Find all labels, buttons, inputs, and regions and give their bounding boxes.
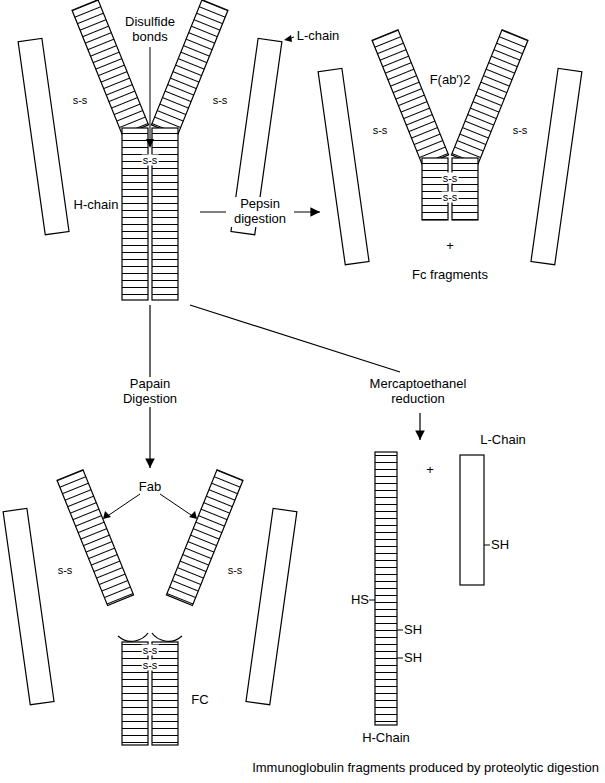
part-label: Fc fragments bbox=[412, 268, 488, 283]
part-label: + bbox=[426, 463, 434, 478]
figure-label: Fab bbox=[139, 480, 161, 495]
figure-label: H-chain bbox=[74, 198, 119, 213]
reagent-label: Pepsin digestion bbox=[226, 197, 294, 227]
figure-label: FC bbox=[191, 693, 208, 708]
disulfide-label: s-s bbox=[72, 95, 89, 106]
fab2-fragment bbox=[318, 30, 582, 265]
figure-label: F(ab′)2 bbox=[430, 73, 471, 88]
disulfide-label: s-s bbox=[142, 645, 159, 656]
fab-fragments bbox=[3, 470, 297, 705]
figure-group: Disulfide bondsL-chainH-chain bbox=[100, 48, 200, 305]
part-label: + bbox=[446, 239, 454, 254]
reagent-label: Mercaptoethanel reduction bbox=[359, 377, 477, 407]
disulfide-label: s-s bbox=[212, 95, 229, 106]
disulfide-label: s-s bbox=[57, 565, 74, 576]
reduced-chains bbox=[369, 452, 490, 725]
figure-group: Fab bbox=[20, 468, 285, 618]
part-label: HS bbox=[351, 593, 369, 608]
figure-label: Disulfide bonds bbox=[117, 15, 183, 45]
reaction-arrow bbox=[190, 305, 420, 440]
disulfide-label: s-s bbox=[512, 125, 529, 136]
fc-fragment bbox=[118, 633, 182, 745]
figure-caption: Immunoglobulin fragments produced by pro… bbox=[252, 760, 599, 775]
figure-label: L-chain bbox=[297, 29, 340, 44]
figure-group: L-ChainH-Chain bbox=[350, 440, 520, 750]
reagent-label: Papain Digestion bbox=[114, 377, 186, 407]
intact-antibody bbox=[18, 0, 294, 300]
part-label: SH bbox=[404, 651, 422, 666]
disulfide-label: s-s bbox=[142, 660, 159, 671]
disulfide-label: s-s bbox=[227, 565, 244, 576]
disulfide-label: s-s bbox=[372, 125, 389, 136]
figure-label: H-Chain bbox=[362, 731, 410, 746]
figure-group: F(ab′)2 bbox=[320, 35, 580, 235]
disulfide-label: s-s bbox=[442, 192, 459, 203]
part-label: SH bbox=[491, 538, 509, 553]
part-label: SH bbox=[404, 623, 422, 638]
figure-label: L-Chain bbox=[480, 433, 526, 448]
disulfide-label: s-s bbox=[142, 155, 159, 166]
disulfide-label: s-s bbox=[442, 173, 459, 184]
